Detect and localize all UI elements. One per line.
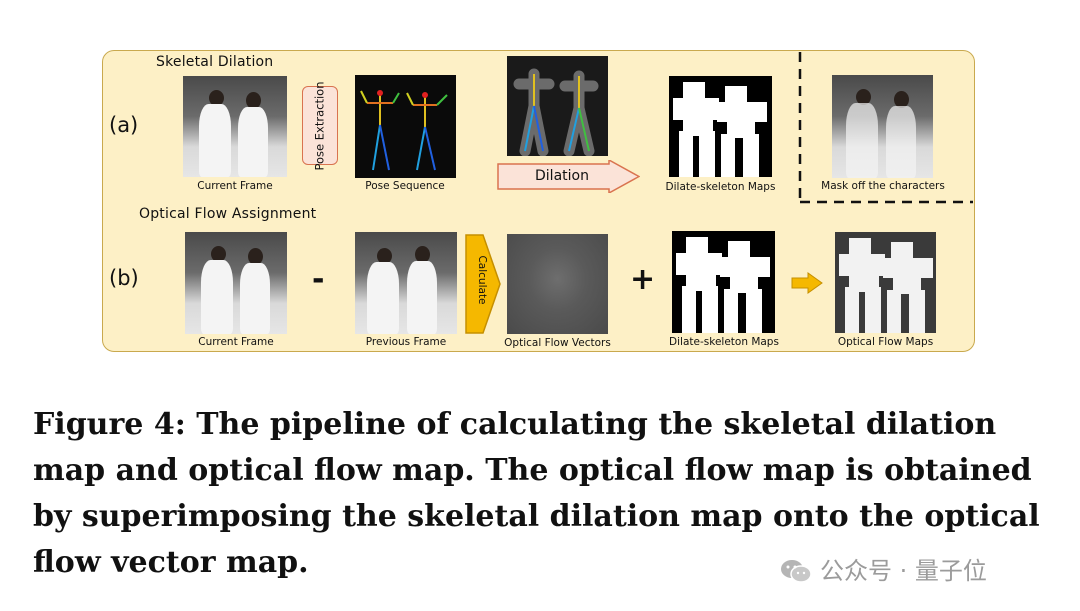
mask-off-image [832,75,933,178]
dilated-pose-image [507,56,608,156]
dilation-label: Dilation [535,168,589,184]
pose-extraction-label: Pose Extraction [312,81,327,170]
wechat-icon [781,560,812,583]
caption-previous-frame: Previous Frame [365,336,447,348]
caption-flow-maps: Optical Flow Maps [837,336,934,348]
section-a-label: (a) [109,113,139,137]
dilate-skeleton-map-b [672,231,775,333]
dilated-skeleton-overlay [513,68,599,156]
calculate-label-wrap: Calculate [465,234,499,334]
watermark-text: 公众号 · 量子位 [820,557,987,585]
minus-operator: - [312,262,325,297]
calculate-label: Calculate [476,255,488,305]
caption-pose-sequence: Pose Sequence [365,180,445,192]
figure-caption: Figure 4: The pipeline of calculating th… [33,402,1043,586]
caption-flow-vectors: Optical Flow Vectors [504,337,611,349]
section-b-title: Optical Flow Assignment [139,206,317,222]
caption-mask-off: Mask off the characters [821,180,945,192]
watermark: 公众号 · 量子位 [780,551,987,586]
caption-dilate-maps-b: Dilate-skeleton Maps [669,336,779,348]
dilate-skeleton-map-a [669,76,772,177]
previous-frame-image [355,232,457,334]
optical-flow-vectors-image [507,234,608,334]
caption-line: map and optical flow map. The optical fl… [33,453,1032,488]
plus-operator: + [630,262,656,297]
skeleton-lines [360,90,448,171]
caption-current-frame-b: Current Frame [198,336,274,348]
dashed-separator [798,52,973,204]
dilation-arrow [497,160,640,193]
caption-line: flow vector map. [33,545,309,580]
pose-sequence-image [355,75,456,178]
caption-dilate-maps-a: Dilate-skeleton Maps [665,181,776,193]
current-frame-image-a [183,76,287,177]
section-a-title: Skeletal Dilation [156,54,274,70]
caption-current-frame-a: Current Frame [197,180,273,192]
optical-flow-map-image [835,232,936,333]
caption-line: Figure 4: The pipeline of calculating th… [33,407,997,442]
pose-extraction-box: Pose Extraction [302,81,338,170]
current-frame-image-b [185,232,287,334]
calculate-arrow [465,234,501,334]
caption-line: by superimposing the skeletal dilation m… [33,499,1040,534]
result-arrow [791,272,823,294]
section-b-label: (b) [109,266,139,290]
